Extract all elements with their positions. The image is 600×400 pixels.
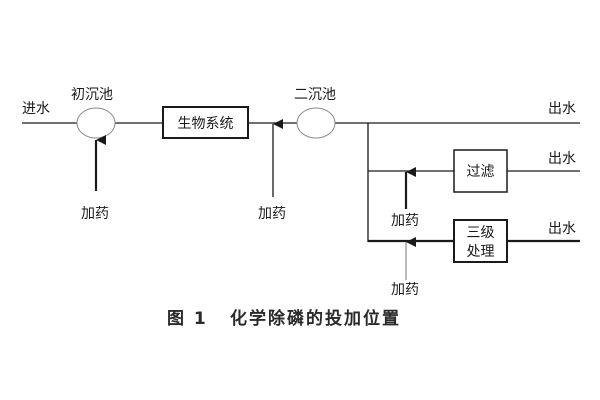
outlet-label-1: 出水 xyxy=(548,101,576,117)
outlet-label-2: 出水 xyxy=(548,151,576,167)
secondary-clarifier xyxy=(296,107,336,139)
secondary-clarifier-label: 二沉池 xyxy=(294,87,336,103)
dosing-label-2: 加药 xyxy=(258,206,286,222)
primary-clarifier-label: 初沉池 xyxy=(71,86,113,103)
primary-clarifier xyxy=(76,107,116,139)
figure-number: 图 1 xyxy=(167,309,208,329)
filter-label: 过滤 xyxy=(467,164,495,180)
dosing-label-4: 加药 xyxy=(391,282,419,298)
dosing-label-1: 加药 xyxy=(81,206,109,222)
inlet-label: 进水 xyxy=(22,101,50,117)
tertiary-label-line1: 三级 xyxy=(467,225,495,241)
outlet-label-3: 出水 xyxy=(548,221,576,237)
bio-system-box xyxy=(162,106,249,139)
bio-system-label: 生物系统 xyxy=(178,116,234,132)
dosing-label-3: 加药 xyxy=(391,213,419,229)
figure-caption: 化学除磷的投加位置 xyxy=(230,308,401,329)
tertiary-label-line2: 处理 xyxy=(467,244,495,260)
